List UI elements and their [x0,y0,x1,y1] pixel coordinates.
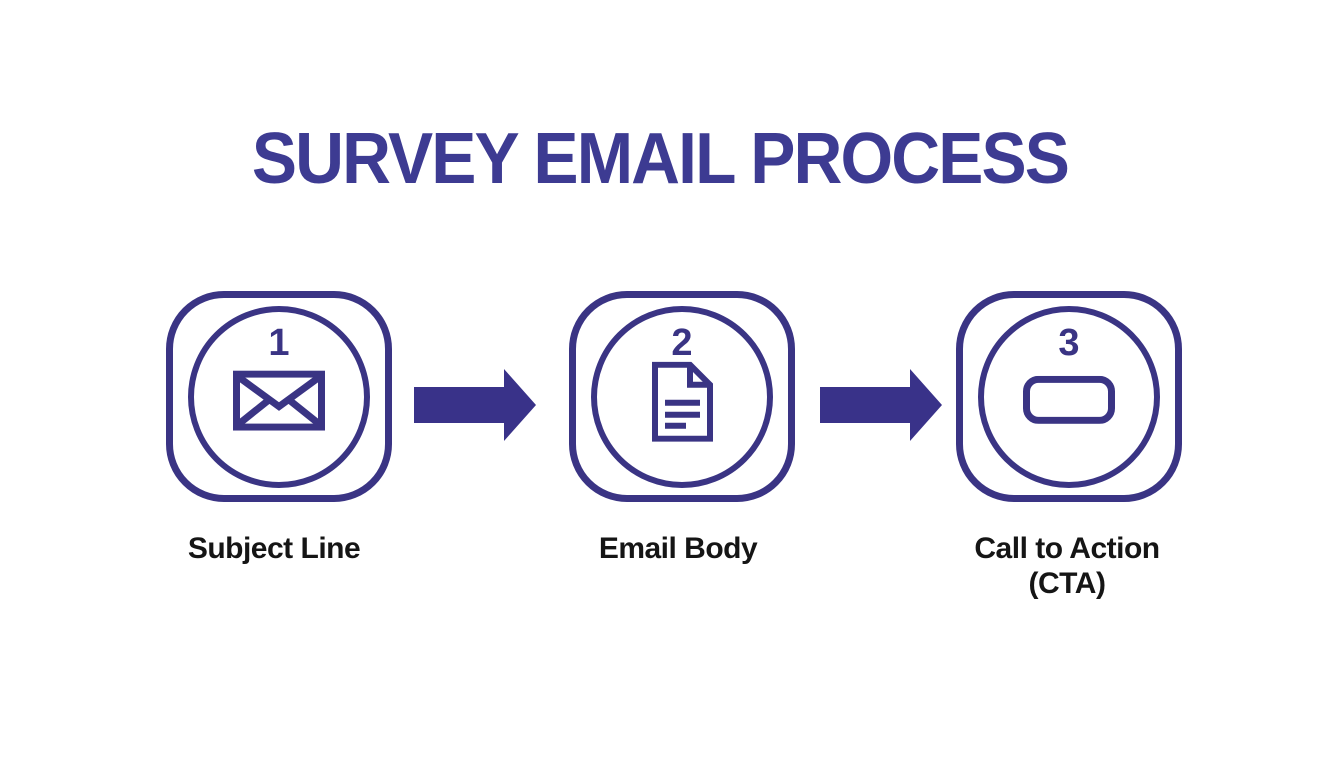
step-number: 1 [268,321,290,364]
step-number: 2 [671,321,693,364]
step-circle: 1 [188,305,370,488]
step-circle: 3 [978,305,1160,488]
arrow-right-icon [414,369,536,441]
document-icon [649,361,715,442]
step-label-subject-line: Subject Line [187,532,361,565]
step-label-call-to-action: Call to Action (CTA) [974,532,1160,600]
step-label-email-body: Email Body [598,532,758,565]
arrow-right-icon [820,369,942,441]
button-icon [1023,375,1115,424]
step-card-call-to-action: 3 [956,291,1182,502]
step-circle: 2 [591,305,773,488]
step-number: 3 [1058,321,1080,364]
step-card-email-body: 2 [569,291,795,502]
step-card-subject-line: 1 [166,291,392,502]
page-title: SURVEY EMAIL PROCESS [251,119,1070,199]
envelope-icon [233,370,325,431]
